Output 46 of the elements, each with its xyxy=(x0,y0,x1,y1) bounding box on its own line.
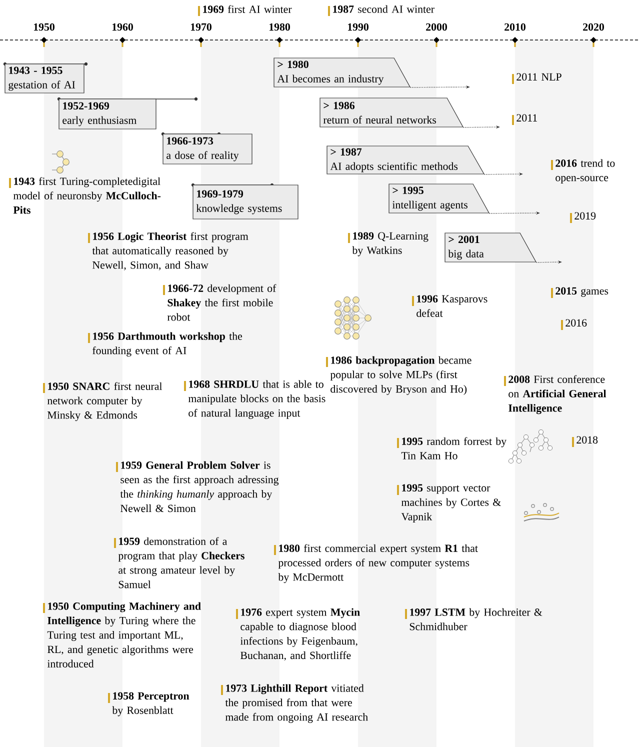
event-label: 1973 Lighthill Report vitiated the promised from that were made from ongoing AI research xyxy=(221,684,368,723)
event-label: 2015 games xyxy=(551,287,608,298)
event-label: 2011 NLP xyxy=(512,73,562,84)
event-label: 1968 SHRDLU that is able to manipulate blocks on the basis of natural language input xyxy=(184,380,326,419)
event-label: 1986 backpropagation became popular to solve MLPs (first discovered by Bryson and Ho) xyxy=(326,356,472,395)
event-label: 1996 Kasparovs defeat xyxy=(412,295,488,317)
event-label: 1995 support vector machines by Cortes & Vapnik xyxy=(397,484,501,523)
winter-label: 1969 first AI winter xyxy=(198,5,292,16)
period-box: 1952-1969 early enthusiasm xyxy=(57,97,198,130)
event-label: 1959 General Problem Solver is seen as the first approach adressing the thinking humanly approach by Newell & Simon xyxy=(116,461,279,512)
event-label: 1976 expert system Mycin capable to diagnose blood infections by Feigenbaum, Buchanan, and Shortliffe xyxy=(236,608,360,661)
year-label: 2000 xyxy=(426,23,447,31)
period-tab: > 1986 return of neural networks xyxy=(320,98,464,128)
event-label: 2011 xyxy=(512,114,537,125)
event-label: 2016 xyxy=(561,319,587,330)
event-label: 2019 xyxy=(570,212,596,223)
period-tab: > 2001 big data xyxy=(444,232,537,262)
event-label: 2008 First conference on Artificial General Intelligence xyxy=(504,375,606,414)
event-label: 1956 Logic Theorist first program that automatically reasoned by Newell, Simon, and Shaw xyxy=(88,232,248,270)
event-label: 1950 SNARC first neural network computer by Minsky & Edmonds xyxy=(43,382,162,422)
year-label: 2020 xyxy=(583,23,604,31)
event-label: 1943 first Turing-completedigital model of neuronsby McCulloch-Pits xyxy=(9,177,161,214)
period-box: 1943 - 1955 gestation of AI xyxy=(3,62,88,94)
event-label: 1997 LSTM by Hochreiter & Schmidhuber xyxy=(405,608,542,630)
event-label: 1966-72 development of Shakey the first mobile robot xyxy=(163,284,276,321)
event-label: 1958 Perceptron by Rosenblatt xyxy=(108,692,190,716)
year-label: 1980 xyxy=(269,23,290,31)
event-label: 1980 first commercial expert system R1 that processed orders of new computer systems by McDermott xyxy=(274,544,478,584)
event-label: 1950 Computing Machinery and Intelligence by Turing where the Turing test and important ML, RL, and genetic algorithms were introduced xyxy=(43,602,201,668)
period-box: 1969-1979 knowledge systems xyxy=(191,183,298,220)
winter-label: 1987 second AI winter xyxy=(328,5,434,16)
year-label: 1960 xyxy=(112,23,133,31)
period-box: 1966-1973 a dose of reality xyxy=(161,132,252,164)
year-label: 1990 xyxy=(348,23,368,31)
period-tab: > 1980 AI becomes an industry xyxy=(274,58,411,88)
event-label: 1956 Darthmouth workshop the founding event of AI xyxy=(88,332,242,357)
year-label: 1970 xyxy=(190,23,212,31)
event-label: 1989 Q-Learning by Watkins xyxy=(348,232,428,256)
period-tab: > 1987 AI adopts scientific methods xyxy=(326,146,485,174)
event-label: 1995 random forrest by Tin Kam Ho xyxy=(397,437,506,460)
event-label: 2016 trend to open-source xyxy=(551,159,615,184)
year-label: 1950 xyxy=(34,23,54,31)
event-label: 2018 xyxy=(572,436,598,447)
period-tab: > 1995 intelligent agents xyxy=(388,184,490,214)
event-label: 1959 demonstration of a program that play Checkers at strong amateur level by Samuel xyxy=(114,537,244,588)
year-label: 2010 xyxy=(504,23,526,31)
